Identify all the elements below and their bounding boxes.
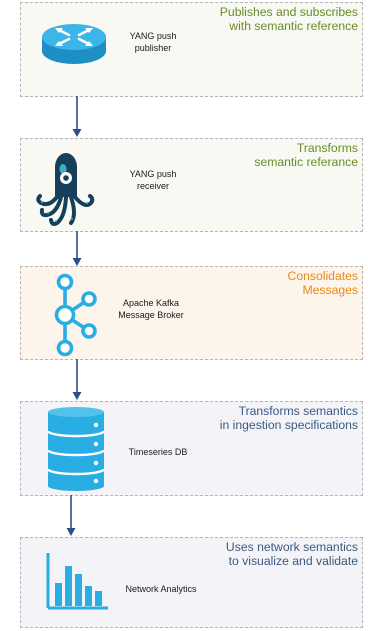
stage-tsdb-box: Transforms semantics in ingestion specif… (20, 401, 363, 496)
arrow-receiver-to-kafka (72, 231, 82, 266)
arrow-kafka-to-tsdb (72, 359, 82, 400)
arrow-publisher-to-receiver (72, 96, 82, 137)
stage-analytics-description: Uses network semantics to visualize and … (225, 540, 358, 568)
octopus-icon (36, 153, 95, 226)
kafka-icon (54, 273, 97, 357)
bar-chart-icon (46, 553, 108, 610)
stage-analytics-box: Uses network semantics to visualize and … (20, 537, 363, 628)
stage-publisher-label: YANG push publisher (129, 31, 177, 53)
stage-tsdb-description: Transforms semantics in ingestion specif… (219, 404, 358, 432)
stage-analytics-label: Network Analytics (125, 584, 197, 594)
stage-receiver-label: YANG push receiver (129, 169, 177, 191)
stage-receiver-description: Transforms semantic referance (254, 141, 358, 169)
router-icon (42, 24, 106, 64)
stage-kafka-box: Consolidates Messages Apache Kafka Messa… (20, 266, 363, 360)
stage-receiver-box: Transforms semantic referance YANG push … (20, 138, 363, 232)
stage-publisher-description: Publishes and subscribes with semantic r… (219, 5, 358, 33)
stage-kafka-label: Apache Kafka Message Broker (118, 298, 184, 320)
stage-publisher-box: Publishes and subscribes with semantic r… (20, 2, 363, 97)
stage-kafka-description: Consolidates Messages (287, 269, 358, 297)
database-icon (46, 407, 106, 491)
arrow-tsdb-to-analytics (66, 495, 76, 536)
stage-tsdb-label: Timeseries DB (128, 447, 188, 457)
